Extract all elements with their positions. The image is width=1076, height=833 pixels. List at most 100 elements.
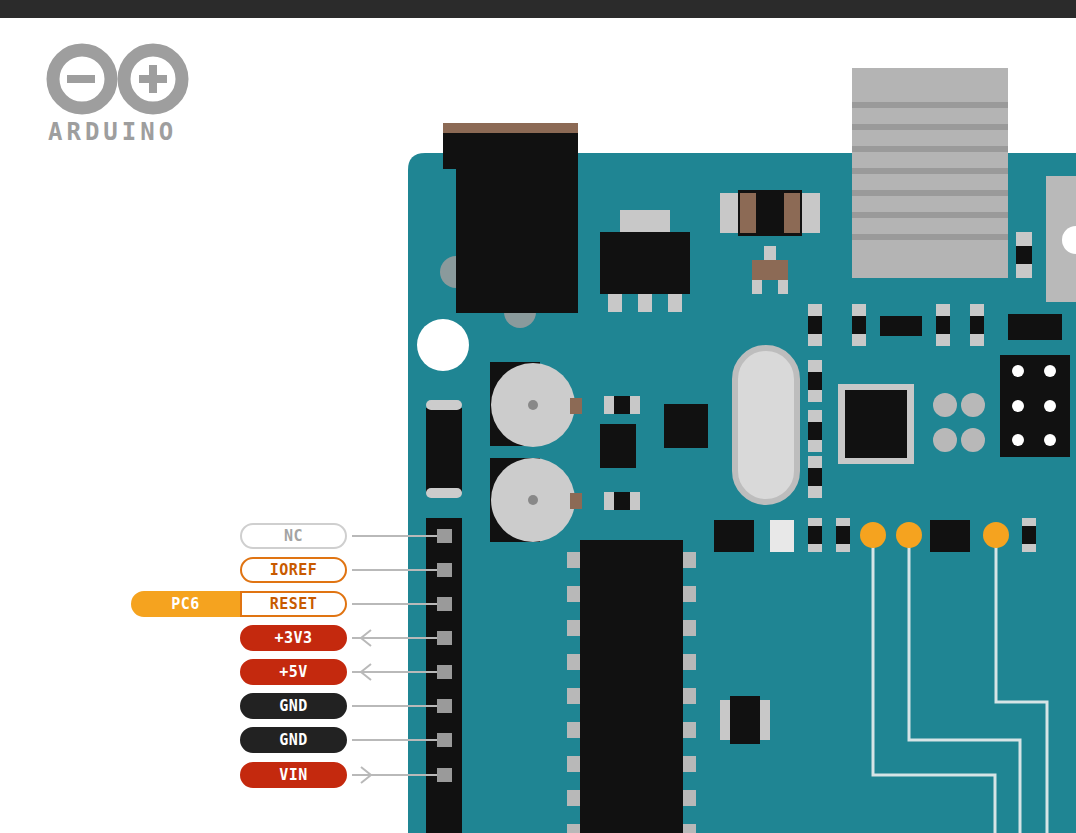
power-header (426, 518, 462, 833)
usb-connector (852, 68, 1008, 278)
capacitor (730, 696, 760, 744)
regulator (600, 232, 690, 294)
transistor-leg (778, 280, 788, 294)
regulator-leg (638, 294, 652, 312)
inductor (738, 190, 802, 236)
transistor (600, 424, 636, 468)
usb-chip-pins (838, 384, 914, 464)
top-bar (0, 0, 1076, 18)
pin (437, 733, 452, 747)
leader-line (352, 774, 437, 776)
capacitor-mark (570, 493, 582, 509)
inductor-end (784, 193, 800, 233)
power-pin-label: +3V3 (240, 625, 347, 651)
fuse (426, 408, 462, 492)
pin (437, 665, 452, 679)
logo-ring (53, 50, 111, 108)
pin (1012, 365, 1024, 377)
leg (682, 824, 696, 833)
pin (1012, 434, 1024, 446)
pin-name: VIN (279, 766, 308, 784)
power-pin-label: VIN (240, 762, 347, 788)
usb-stripes (852, 102, 1008, 240)
resistor (1016, 246, 1032, 264)
pin-name: RESET (270, 595, 318, 613)
leg (567, 824, 581, 833)
leader-lines (352, 536, 437, 783)
leader-line (352, 739, 437, 741)
capacitor (808, 360, 822, 402)
capacitor-dot (528, 495, 538, 505)
transistor-leg (752, 280, 762, 294)
regulator-leg (668, 294, 682, 312)
electrolytic-capacitor (491, 458, 575, 542)
resistor (614, 492, 630, 510)
resistor (1016, 232, 1032, 278)
leg (567, 586, 581, 602)
resistor (808, 304, 822, 346)
pin (437, 768, 452, 782)
resistor (614, 396, 630, 414)
resistor (836, 518, 850, 552)
inductor-end (740, 193, 756, 233)
capacitor (808, 422, 822, 440)
diode (1008, 314, 1062, 340)
electrolytic-capacitor (491, 363, 575, 447)
regulator-leg (608, 294, 622, 312)
leader-line (352, 569, 437, 571)
capacitor (808, 410, 822, 452)
leg (567, 756, 581, 772)
pin (437, 563, 452, 577)
resistor (852, 316, 866, 334)
mount-hole (417, 319, 469, 371)
leg (682, 790, 696, 806)
trace (996, 540, 1047, 833)
stripe (852, 146, 1008, 152)
capacitor-mark (570, 398, 582, 414)
leg (682, 586, 696, 602)
led (860, 522, 886, 548)
arduino-logo (53, 50, 182, 108)
jumper (770, 520, 794, 552)
leg (682, 688, 696, 704)
pin-name: GND (279, 731, 308, 749)
ground-pin-label: GND (240, 727, 347, 753)
transistor-leg (764, 246, 776, 260)
pin (1044, 365, 1056, 377)
pin-name: GND (279, 697, 308, 715)
leader-line (352, 603, 437, 605)
pad (933, 428, 957, 452)
stripe (852, 102, 1008, 108)
pin-name: +5V (279, 663, 308, 681)
power-pin-label: +5V (240, 659, 347, 685)
trace (909, 540, 1020, 833)
capacitor-dot (528, 400, 538, 410)
resistor (604, 492, 640, 510)
transistor (752, 260, 788, 280)
led (896, 522, 922, 548)
leader-line (352, 705, 437, 707)
pin-name: PC6 (171, 595, 200, 613)
stripe (852, 212, 1008, 218)
pin (437, 529, 452, 543)
icsp-pins (1012, 365, 1056, 446)
leg (567, 654, 581, 670)
resistor (1022, 518, 1036, 552)
header-pins (437, 529, 452, 782)
capacitor (808, 468, 822, 486)
output-chevron (361, 664, 371, 680)
dc-jack (443, 133, 578, 169)
pad (961, 393, 985, 417)
crystal (735, 348, 797, 502)
resistor (1022, 526, 1036, 544)
input-chevron (361, 767, 371, 783)
pad (961, 428, 985, 452)
resistor (604, 396, 640, 414)
pin (1012, 400, 1024, 412)
ioref-pin-label: IOREF (240, 557, 347, 583)
leg (682, 654, 696, 670)
leg (567, 722, 581, 738)
resistor (936, 316, 950, 334)
resistor (808, 518, 822, 552)
